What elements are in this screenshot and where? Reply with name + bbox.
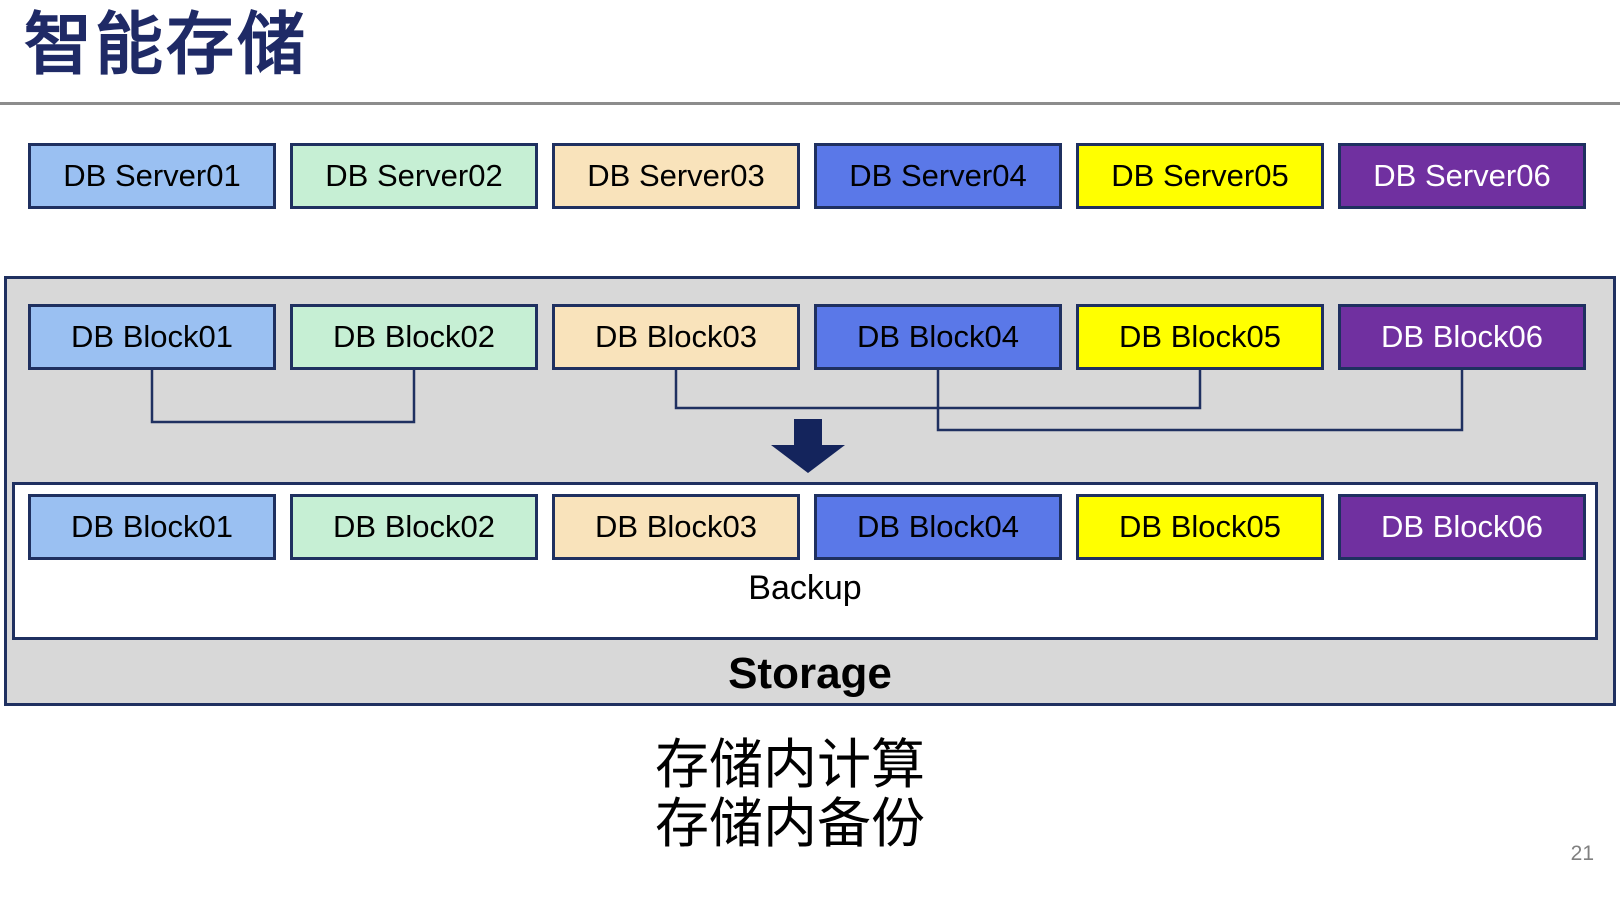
db-server-box: DB Server01 xyxy=(28,143,276,209)
caption-line-1: 存储内计算 xyxy=(655,735,925,795)
db-block-box: DB Block02 xyxy=(290,304,538,370)
db-block-box: DB Block06 xyxy=(1338,304,1586,370)
db-block-box: DB Block03 xyxy=(552,304,800,370)
title-divider xyxy=(0,102,1620,105)
db-server-box: DB Server02 xyxy=(290,143,538,209)
db-block-box: DB Block04 xyxy=(814,494,1062,560)
db-block-row-bottom: DB Block01 DB Block02 DB Block03 DB Bloc… xyxy=(28,494,1586,560)
connector-bracket-3-5 xyxy=(674,370,1202,410)
db-block-box: DB Block01 xyxy=(28,494,276,560)
page-number: 21 xyxy=(1570,842,1594,865)
connector-bracket-1-2 xyxy=(150,370,416,424)
db-server-box: DB Server04 xyxy=(814,143,1062,209)
db-block-box: DB Block01 xyxy=(28,304,276,370)
down-arrow-icon xyxy=(771,419,845,473)
db-block-box: DB Block06 xyxy=(1338,494,1586,560)
db-block-box: DB Block03 xyxy=(552,494,800,560)
db-block-box: DB Block02 xyxy=(290,494,538,560)
db-server-box: DB Server05 xyxy=(1076,143,1324,209)
db-server-row: DB Server01 DB Server02 DB Server03 DB S… xyxy=(28,143,1586,209)
slide-title: 智能存储 xyxy=(24,7,309,83)
storage-container: DB Block01 DB Block02 DB Block03 DB Bloc… xyxy=(4,276,1616,706)
caption-line-2: 存储内备份 xyxy=(655,794,925,855)
db-block-box: DB Block04 xyxy=(814,304,1062,370)
db-server-box: DB Server06 xyxy=(1338,143,1586,209)
caption-text: 存储内计算 存储内备份 xyxy=(0,735,1580,855)
db-block-box: DB Block05 xyxy=(1076,304,1324,370)
backup-label: Backup xyxy=(748,569,862,607)
connector-bracket-4-6 xyxy=(936,370,1464,432)
storage-label: Storage xyxy=(728,649,892,698)
db-block-row-top: DB Block01 DB Block02 DB Block03 DB Bloc… xyxy=(28,304,1586,370)
backup-box: DB Block01 DB Block02 DB Block03 DB Bloc… xyxy=(12,482,1598,640)
db-block-box: DB Block05 xyxy=(1076,494,1324,560)
db-server-box: DB Server03 xyxy=(552,143,800,209)
